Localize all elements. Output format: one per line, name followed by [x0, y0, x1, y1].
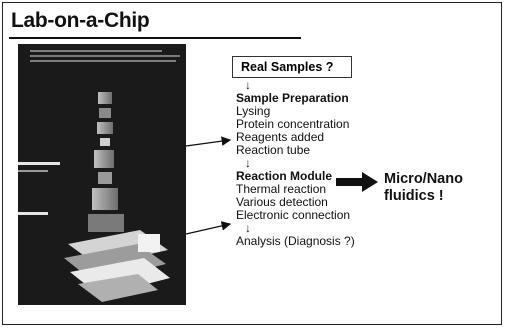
down-arrow-icon: ↓ — [245, 156, 251, 170]
callout-line-1: Micro/Nano — [384, 171, 463, 187]
sample-prep-item: Protein concentration — [236, 117, 350, 131]
slide-title: Lab-on-a-Chip — [11, 9, 150, 32]
analysis-label: Analysis (Diagnosis ?) — [236, 234, 355, 248]
chip-device-illustration — [18, 92, 170, 302]
chip-photo — [18, 44, 186, 305]
sample-prep-item: Reagents added — [236, 130, 325, 144]
callout-line-2: fluidics ! — [384, 188, 444, 204]
reaction-module-item: Various detection — [236, 195, 328, 209]
micro-nano-fluidics-callout: Micro/Nano fluidics ! — [384, 171, 463, 205]
sample-prep-item: Lysing — [236, 104, 271, 118]
photo-to-prep-arrow — [185, 136, 232, 147]
photo-to-analysis-arrow — [185, 221, 232, 235]
flow-text: ↓ Sample Preparation Lysing Protein conc… — [236, 79, 355, 248]
real-samples-box: Real Samples ? — [232, 56, 352, 78]
down-arrow-icon: ↓ — [245, 221, 251, 235]
sample-prep-heading: Sample Preparation — [236, 91, 349, 105]
sample-prep-item: Reaction tube — [236, 143, 311, 157]
reaction-module-heading: Reaction Module — [236, 169, 333, 183]
fluidics-arrow-icon — [336, 172, 378, 192]
photo-caption — [30, 50, 180, 65]
reaction-module-item: Thermal reaction — [236, 182, 327, 196]
title-underline — [9, 37, 301, 39]
reaction-module-item: Electronic connection — [236, 208, 351, 222]
down-arrow-icon: ↓ — [245, 78, 251, 92]
